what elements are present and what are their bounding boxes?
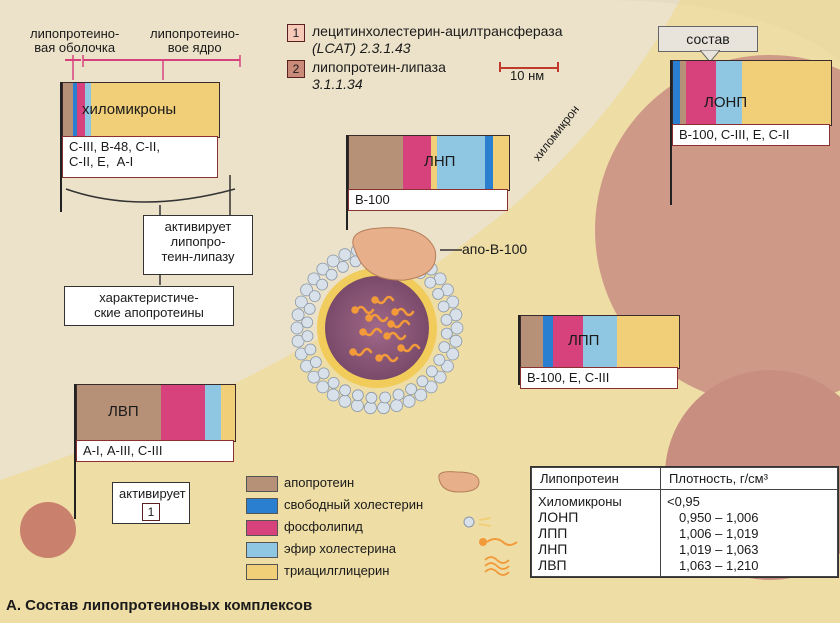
idl-apo: В-100, Е, С-III xyxy=(520,367,678,389)
table-row: ЛВП 1,063 – 1,210 xyxy=(531,557,838,577)
density-header-lipoprotein: Липопротеин xyxy=(531,467,661,490)
idl-flag xyxy=(520,315,680,369)
triacylglycerol-icon xyxy=(484,556,510,576)
ldl-pole xyxy=(346,135,348,230)
density-header-density: Плотность, г/см³ xyxy=(660,467,838,490)
density-cell-name: Хиломикроны xyxy=(531,489,661,509)
enzyme-1-number: 1 xyxy=(287,24,305,42)
table-row: ЛНП 1,019 – 1,063 xyxy=(531,541,838,557)
legend-label-phospholipid: фосфолипид xyxy=(284,519,363,534)
enzyme-1-code: (LCAT) 2.3.1.43 xyxy=(312,40,411,56)
sostav-callout: состав xyxy=(658,26,758,52)
enzyme-2-number: 2 xyxy=(287,60,305,78)
ldl-name: ЛНП xyxy=(424,153,456,170)
scale-label: 10 нм xyxy=(510,68,545,83)
density-cell-value: <0,95 xyxy=(660,489,838,509)
density-cell-value: 0,950 – 1,006 xyxy=(660,509,838,525)
hdl-apo: А-I, А-III, С-III xyxy=(76,440,234,462)
idl-pole xyxy=(518,315,520,385)
density-cell-name: ЛВП xyxy=(531,557,661,577)
ldl-apo: В-100 xyxy=(348,189,508,211)
apoprotein-blob-icon xyxy=(438,471,480,493)
legend-label-triacylglycerol: триацилглицерин xyxy=(284,563,390,578)
sostav-label: состав xyxy=(686,31,730,47)
ldl-flag xyxy=(348,135,510,191)
chylomicron-flag xyxy=(62,82,220,138)
legend-swatch-phospholipid xyxy=(246,520,278,536)
legend-molecule-icons xyxy=(438,471,518,576)
density-cell-value: 1,063 – 1,210 xyxy=(660,557,838,577)
hdl-activates-callout: активирует 1 xyxy=(112,482,190,524)
chylomicron-name: хиломикроны xyxy=(82,101,177,118)
density-cell-name: ЛНП xyxy=(531,541,661,557)
density-table-header: Липопротеин Плотность, г/см³ xyxy=(531,467,838,490)
table-row: Хиломикроны <0,95 xyxy=(531,489,838,509)
enzyme-2-name: липопротеин-липаза xyxy=(312,59,446,75)
vldl-flag xyxy=(672,60,832,126)
legend-label-cholesterol-ester: эфир холестерина xyxy=(284,541,396,556)
figure-caption: А. Состав липопротеиновых комплексов xyxy=(6,597,313,614)
enzyme-2-code: 3.1.1.34 xyxy=(312,76,363,92)
apob-label: апо-В-100 xyxy=(462,241,528,257)
legend-label-free-cholesterol: свободный холестерин xyxy=(284,497,424,512)
hdl-pole xyxy=(74,384,76,519)
chylomicron-pole xyxy=(60,82,62,212)
activates-label: активирует xyxy=(119,486,186,501)
density-cell-name: ЛОНП xyxy=(531,509,661,525)
hdl-flag xyxy=(76,384,236,442)
chylomicron-apo: С-III, В-48, С-II, С-II, Е, А-I xyxy=(62,136,218,178)
hdl-name: ЛВП xyxy=(108,403,139,420)
idl-name: ЛПП xyxy=(568,332,600,349)
characteristic-apo-callout: характеристиче- ские апопротеины xyxy=(64,286,234,326)
vldl-name: ЛОНП xyxy=(704,94,748,111)
sostav-pointer xyxy=(700,50,720,63)
shell-label: липопротеино- вая оболочка xyxy=(30,26,120,55)
activates-number: 1 xyxy=(142,503,160,521)
core-label: липопротеино- вое ядро xyxy=(150,26,240,55)
legend-swatch-free-cholesterol xyxy=(246,498,278,514)
scale-bar xyxy=(499,62,559,72)
density-cell-value: 1,019 – 1,063 xyxy=(660,541,838,557)
legend-swatch-triacylglycerol xyxy=(246,564,278,580)
vldl-apo: В-100, С-III, Е, С-II xyxy=(672,124,830,146)
activates-lpl-callout: активирует липопро- теин-липазу xyxy=(143,215,253,275)
legend-swatch-cholesterol-ester xyxy=(246,542,278,558)
free-cholesterol-icon xyxy=(463,516,475,528)
enzyme-1-name: лецитинхолестерин-ацилтрансфераза xyxy=(312,23,563,39)
table-row: ЛОНП 0,950 – 1,006 xyxy=(531,509,838,525)
vldl-pole xyxy=(670,60,672,205)
cholesterol-ester-icon xyxy=(479,538,487,546)
bracket-lines xyxy=(65,55,241,80)
legend-label-apoprotein: апопротеин xyxy=(284,475,355,490)
density-table: Липопротеин Плотность, г/см³ Хиломикроны… xyxy=(531,467,838,577)
legend-swatch-apoprotein xyxy=(246,476,278,492)
table-row: ЛПП 1,006 – 1,019 xyxy=(531,525,838,541)
density-table-container: Липопротеин Плотность, г/см³ Хиломикроны… xyxy=(530,466,839,578)
density-cell-value: 1,006 – 1,019 xyxy=(660,525,838,541)
density-cell-name: ЛПП xyxy=(531,525,661,541)
ldl-particle-illustration xyxy=(290,227,464,415)
apob-pointer xyxy=(440,249,462,251)
